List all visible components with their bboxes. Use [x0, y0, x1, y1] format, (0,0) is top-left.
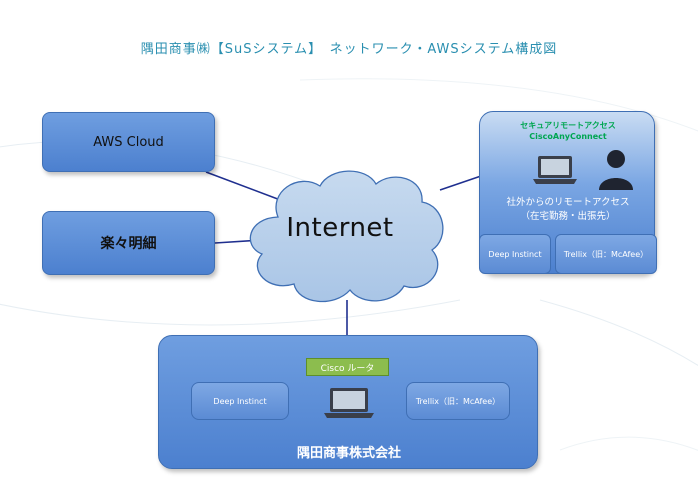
remote-access-node: セキュアリモートアクセス CiscoAnyConnect 社外からのリモートアク…: [479, 111, 657, 274]
remote-deep-instinct-label: Deep Instinct: [488, 249, 542, 259]
remote-trellix-label: Trellix（旧：McAfee）: [563, 249, 649, 259]
cloud-icon: [249, 170, 444, 303]
remote-desc-line2: （在宅勤務・出張先）: [520, 211, 616, 222]
remote-deep-instinct: Deep Instinct: [479, 234, 551, 274]
internet-label: Internet: [286, 213, 394, 243]
company-trellix-label: Trellix（旧：McAfee）: [415, 396, 501, 406]
remote-desc-line1: 社外からのリモートアクセス: [506, 197, 630, 208]
rakuraku-label: 楽々明細: [100, 236, 157, 252]
aws-cloud-label: AWS Cloud: [93, 134, 164, 150]
company-deep-instinct-label: Deep Instinct: [213, 396, 267, 406]
rakuraku-node: 楽々明細: [42, 211, 215, 275]
laptop-icon: [533, 156, 577, 184]
company-node: Cisco ルータ Deep Instinct Trellix（旧：McAfee…: [158, 335, 538, 469]
cisco-router: Cisco ルータ: [306, 358, 389, 376]
cisco-router-label: Cisco ルータ: [320, 363, 375, 374]
aws-cloud-node: AWS Cloud: [42, 112, 215, 172]
company-trellix: Trellix（旧：McAfee）: [406, 382, 510, 420]
link-aws-internet: [205, 171, 284, 202]
remote-trellix: Trellix（旧：McAfee）: [555, 234, 657, 274]
company-name: 隅田商事株式会社: [296, 446, 401, 461]
company-deep-instinct: Deep Instinct: [191, 382, 289, 420]
person-icon: [599, 150, 633, 190]
page-title: 隅田商事㈱【SuSシステム】 ネットワーク・AWSシステム構成図: [140, 42, 558, 57]
remote-title-line2: CiscoAnyConnect: [529, 132, 607, 141]
link-remote-internet: [439, 175, 482, 191]
laptop-icon: [324, 388, 374, 418]
remote-title-line1: セキュアリモートアクセス: [520, 121, 616, 130]
